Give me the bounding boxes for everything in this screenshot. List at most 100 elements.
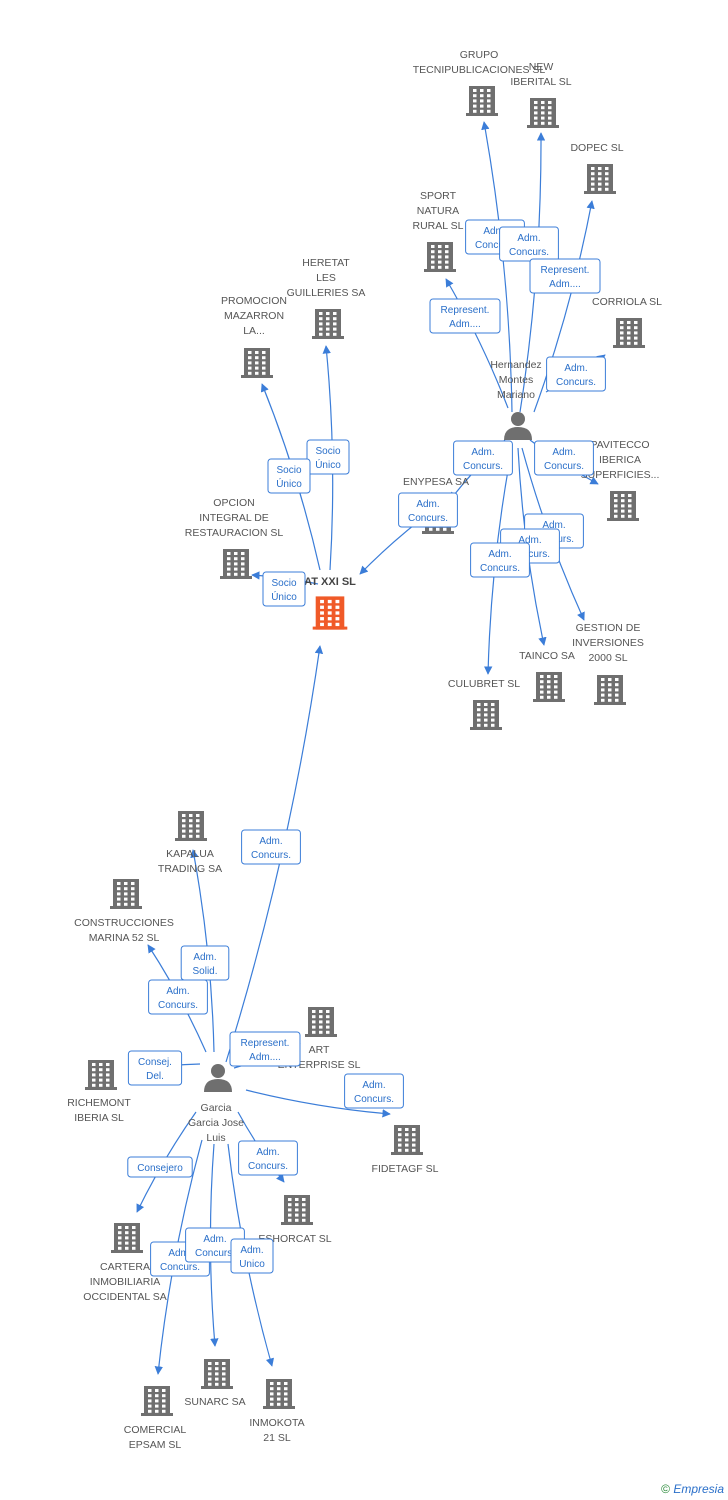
- node-label: GUILLERIES SA: [287, 287, 366, 299]
- building-icon: [533, 672, 565, 702]
- node-label: AT XXI SL: [304, 576, 356, 588]
- edge-label-text: Adm.: [168, 1248, 191, 1259]
- node-label: DOPEC SL: [570, 142, 623, 154]
- edge-label-text: Concurs.: [408, 513, 448, 524]
- building-icon: [527, 98, 559, 128]
- edge-label-box: [398, 492, 458, 528]
- edge-labels-layer: Adm.Concurs.Adm.Concurs.Represent.Adm...…: [127, 219, 606, 1277]
- edge-label-box: [127, 1156, 193, 1178]
- node-tainco[interactable]: TAINCO SA: [519, 650, 575, 702]
- edge-label-text: Adm.: [488, 549, 511, 560]
- node-label: KAPALUA: [166, 848, 214, 860]
- building-icon: [110, 879, 142, 909]
- edge-label-box: [429, 298, 501, 334]
- edge-label-hernandez-pavitecco[interactable]: Adm. Concurs.: [534, 440, 594, 476]
- edge-label-hernandez-main[interactable]: Adm. Concurs.: [398, 492, 458, 528]
- edge-label-box: [534, 440, 594, 476]
- building-icon: [594, 675, 626, 705]
- edge-label-box: [529, 258, 601, 294]
- node-eshorcat[interactable]: ESHORCAT SL: [258, 1195, 332, 1245]
- edge-label-text: Concurs.: [463, 461, 503, 472]
- node-label: INMOBILIARIA: [90, 1276, 161, 1288]
- edge-label-garcia-construcciones[interactable]: Adm.Concurs.: [148, 979, 208, 1015]
- edge-label-garcia-inmokota[interactable]: Adm.Unico: [230, 1238, 274, 1274]
- node-label: OPCION: [213, 497, 254, 509]
- node-sunarc[interactable]: SUNARC SA: [184, 1359, 246, 1408]
- edge-label-garcia-fidetagf[interactable]: Adm.Concurs.: [344, 1073, 404, 1109]
- node-culubret[interactable]: CULUBRET SL: [448, 678, 520, 730]
- edge-label-text: Concurs.: [544, 461, 584, 472]
- building-icon: [85, 1060, 117, 1090]
- edge-label-hernandez-culubret[interactable]: Adm.Concurs.: [470, 542, 530, 578]
- building-icon: [141, 1386, 173, 1416]
- building-icon: [470, 700, 502, 730]
- edge-label-text: Adm.: [564, 363, 587, 374]
- edge-label-hernandez-corriola[interactable]: Adm.Concurs.: [546, 356, 606, 392]
- edge-label-garcia-art[interactable]: Represent.Adm....: [229, 1031, 301, 1067]
- node-label: Montes: [499, 374, 533, 386]
- node-label: NEW: [529, 61, 554, 73]
- edge-label-garcia-kapalua[interactable]: Adm.Solid.: [180, 945, 230, 981]
- person-icon: [504, 412, 532, 440]
- node-label: NATURA: [417, 205, 459, 217]
- edge-label-hernandez-enypesa[interactable]: Adm.Concurs.: [453, 440, 513, 476]
- edge-label-garcia-richemont[interactable]: Consej.Del.: [127, 1050, 183, 1086]
- edge-label-text: Adm.: [416, 499, 439, 510]
- edge-label-garcia-eshorcat[interactable]: Adm.Concurs.: [238, 1140, 298, 1176]
- edge-label-garcia-main[interactable]: Adm.Concurs.: [241, 829, 301, 865]
- building-icon: [175, 811, 207, 841]
- edge-label-hernandez-new[interactable]: Adm.Concurs.: [499, 226, 559, 262]
- brand-name: Empresia: [673, 1482, 724, 1496]
- building-icon: [281, 1195, 313, 1225]
- edge-label-box: [344, 1073, 404, 1109]
- node-dopec[interactable]: DOPEC SL: [570, 142, 624, 194]
- edge-label-box: [238, 1140, 298, 1176]
- edge-label-hernandez-sport[interactable]: Represent.Adm....: [429, 298, 501, 334]
- edge-label-hernandez-dopec[interactable]: Represent.Adm....: [529, 258, 601, 294]
- node-label: TECNIPUBLICACIONES SL: [413, 64, 546, 76]
- edge-label-text: Concurs.: [160, 1262, 200, 1273]
- node-promocion[interactable]: PROMOCIONMAZARRONLA...: [221, 295, 287, 378]
- edge-label-text: Adm.: [552, 447, 575, 458]
- edge-label-text: Adm....: [449, 319, 481, 330]
- node-corriola[interactable]: CORRIOLA SL: [592, 296, 662, 348]
- edge-label-text: Adm.: [256, 1147, 279, 1158]
- node-label: ART: [309, 1044, 330, 1056]
- building-icon: [466, 86, 498, 116]
- edge-label-text: Adm....: [549, 279, 581, 290]
- edge-label-text: Consej.: [138, 1057, 172, 1068]
- edge-hernandez-to-grupo: [481, 121, 513, 413]
- node-label: LA...: [243, 325, 265, 337]
- building-icon: [424, 242, 456, 272]
- edge-label-garcia-cartera[interactable]: Consejero: [127, 1156, 193, 1178]
- node-pavitecco[interactable]: PAVITECCOIBERICASUPERFICIES...: [581, 439, 660, 521]
- node-fidetagf[interactable]: FIDETAGF SL: [372, 1125, 439, 1175]
- edge-label-text: Concurs.: [475, 240, 515, 251]
- node-label: MARINA 52 SL: [89, 932, 160, 944]
- building-icon: [201, 1359, 233, 1389]
- edge-label-text: Adm.: [483, 226, 506, 237]
- building-icon: [607, 491, 639, 521]
- edge-label-text: Concurs.: [510, 549, 550, 560]
- node-label: Mariano: [497, 389, 535, 401]
- edge-label-text: Adm.: [240, 1245, 263, 1256]
- node-main[interactable]: AT XXI SL: [304, 576, 356, 630]
